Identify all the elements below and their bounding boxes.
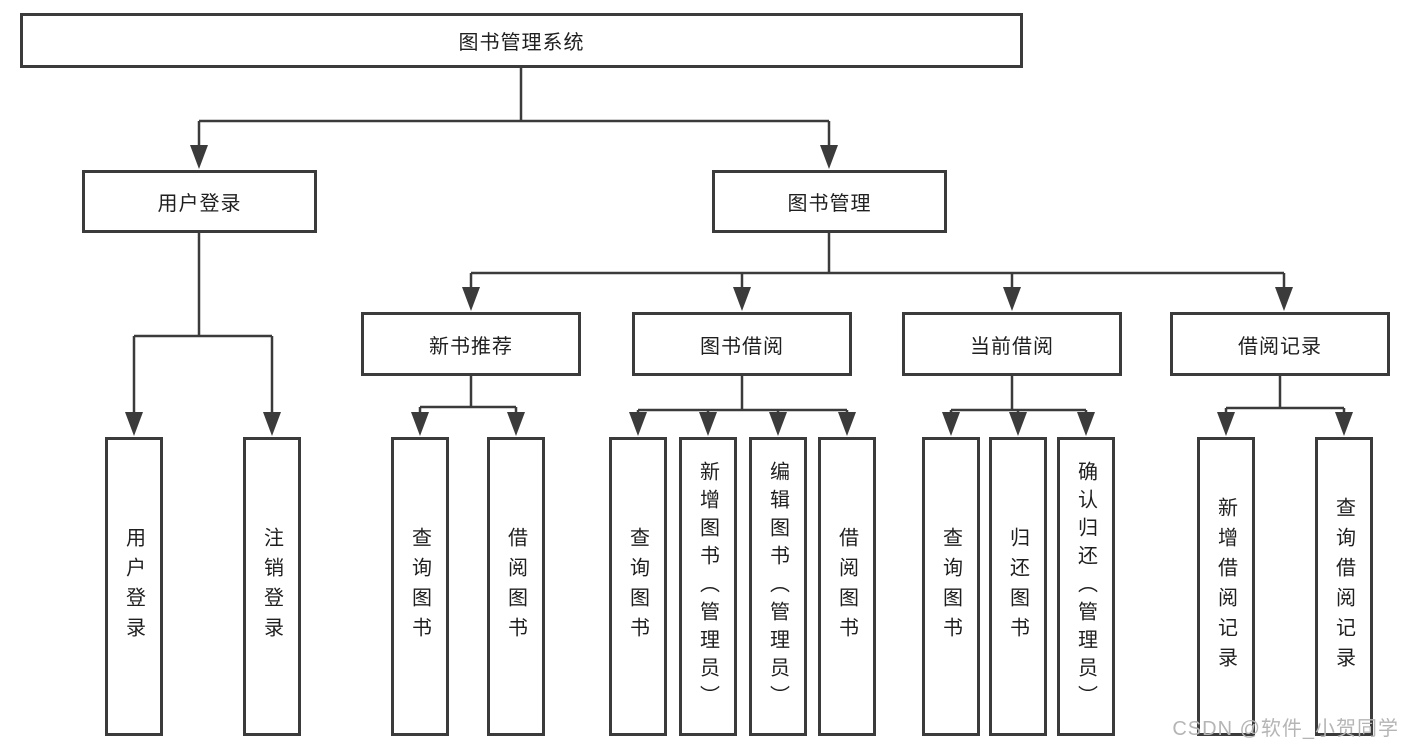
node-user-login-label: 用户登录 <box>157 193 242 215</box>
leaf-query-books-recommend-label: 查询图书 <box>408 526 431 647</box>
leaf-add-borrow-record-label: 新增借阅记录 <box>1214 496 1237 677</box>
node-borrow-records: 借阅记录 <box>1170 312 1390 376</box>
leaf-logout: 注销登录 <box>243 437 301 736</box>
node-book-management: 图书管理 <box>712 170 947 233</box>
node-current-borrow-label: 当前借阅 <box>970 335 1054 358</box>
leaf-user-login-label: 用户登录 <box>122 526 145 647</box>
node-library-system: 图书管理系统 <box>20 13 1023 68</box>
leaf-add-books-admin-label: 新增图书（管理员） <box>696 460 719 713</box>
leaf-borrow-books-recommend: 借阅图书 <box>487 437 545 736</box>
node-user-login: 用户登录 <box>82 170 317 233</box>
leaf-query-books-recommend: 查询图书 <box>391 437 449 736</box>
node-borrow-records-label: 借阅记录 <box>1238 335 1322 358</box>
leaf-borrow-books: 借阅图书 <box>818 437 876 736</box>
node-new-book-recommend: 新书推荐 <box>361 312 581 376</box>
leaf-add-books-admin: 新增图书（管理员） <box>679 437 737 736</box>
leaf-query-books-borrow-label: 查询图书 <box>626 526 649 647</box>
node-library-system-label: 图书管理系统 <box>458 32 585 54</box>
node-book-management-label: 图书管理 <box>787 193 872 215</box>
leaf-borrow-books-recommend-label: 借阅图书 <box>504 526 527 647</box>
leaf-return-books: 归还图书 <box>989 437 1047 736</box>
leaf-query-books-borrow: 查询图书 <box>609 437 667 736</box>
leaf-query-borrow-record-label: 查询借阅记录 <box>1332 496 1355 677</box>
leaf-query-borrow-record: 查询借阅记录 <box>1315 437 1373 736</box>
node-current-borrow: 当前借阅 <box>902 312 1122 376</box>
node-book-borrow: 图书借阅 <box>632 312 852 376</box>
leaf-add-borrow-record: 新增借阅记录 <box>1197 437 1255 736</box>
leaf-borrow-books-label: 借阅图书 <box>835 526 858 647</box>
leaf-logout-label: 注销登录 <box>260 526 283 647</box>
node-book-borrow-label: 图书借阅 <box>700 335 784 358</box>
node-new-book-recommend-label: 新书推荐 <box>429 335 513 358</box>
csdn-watermark: CSDN @软件_小贺同学 <box>1172 718 1399 740</box>
leaf-user-login: 用户登录 <box>105 437 163 736</box>
leaf-edit-books-admin-label: 编辑图书（管理员） <box>766 460 789 713</box>
leaf-query-books-current-label: 查询图书 <box>939 526 962 647</box>
leaf-return-books-label: 归还图书 <box>1006 526 1029 647</box>
leaf-query-books-current: 查询图书 <box>922 437 980 736</box>
leaf-confirm-return-admin: 确认归还（管理员） <box>1057 437 1115 736</box>
leaf-edit-books-admin: 编辑图书（管理员） <box>749 437 807 736</box>
leaf-confirm-return-admin-label: 确认归还（管理员） <box>1074 460 1097 713</box>
